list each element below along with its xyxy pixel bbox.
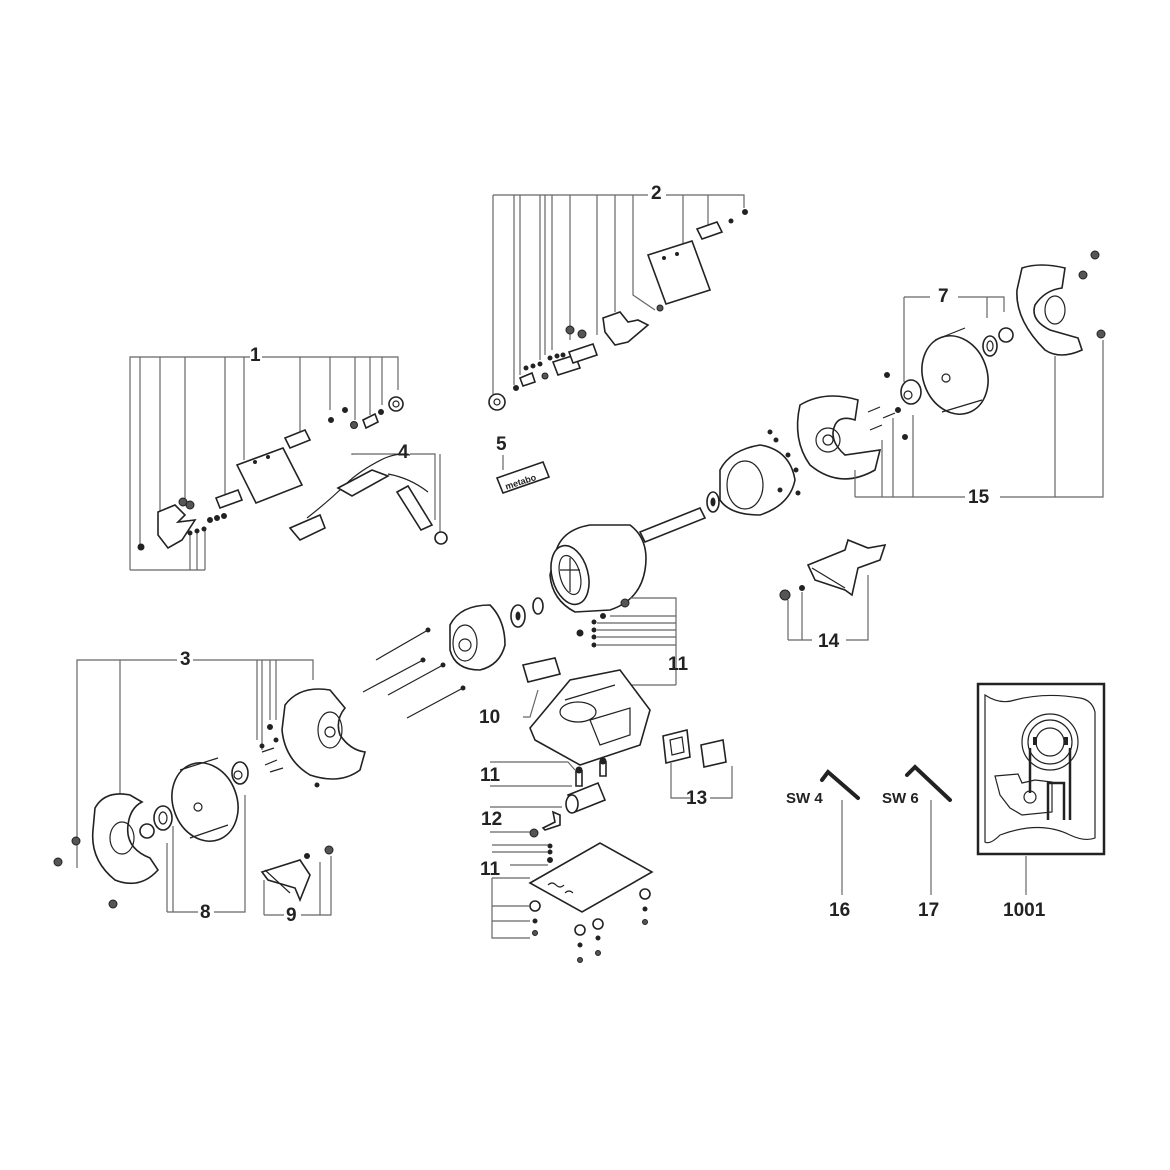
callout-3: 3: [180, 649, 191, 670]
base-assembly: [521, 657, 651, 766]
callout-15: 15: [968, 487, 990, 508]
callout-14: 14: [818, 631, 840, 652]
callout-11-mid: 11: [480, 765, 501, 786]
part-group-3-8-9: [53, 659, 367, 916]
part-group-5: metabo: [495, 455, 551, 495]
callout-1001: 1001: [1003, 900, 1046, 921]
callout-1: 1: [250, 345, 261, 366]
hex-key-sw6-label: SW 6: [882, 790, 919, 807]
callout-4: 4: [398, 442, 409, 463]
hex-key-sw4-label: SW 4: [786, 790, 823, 807]
callout-12: 12: [481, 809, 503, 830]
part-group-14: [779, 538, 887, 641]
callout-17: 17: [918, 900, 940, 921]
callout-9: 9: [286, 905, 297, 926]
callout-10: 10: [479, 707, 501, 728]
callout-11-top: 11: [668, 654, 689, 675]
callout-5: 5: [496, 434, 507, 455]
bottom-parts: [490, 757, 654, 963]
callout-13: 13: [686, 788, 708, 809]
hex-keys: [820, 764, 952, 895]
callout-16: 16: [829, 900, 851, 921]
part-group-13: [662, 729, 733, 799]
callout-11-bottom: 11: [480, 859, 501, 880]
motor-assembly: [362, 429, 801, 719]
part-group-1: [129, 356, 404, 571]
part-1001-inset: [976, 682, 1106, 895]
part-group-7-15: [796, 250, 1106, 498]
part-group-4: [288, 453, 448, 545]
callout-8: 8: [200, 902, 211, 923]
callout-2: 2: [651, 183, 662, 204]
part-group-2: [488, 194, 748, 411]
callout-7: 7: [938, 286, 949, 307]
